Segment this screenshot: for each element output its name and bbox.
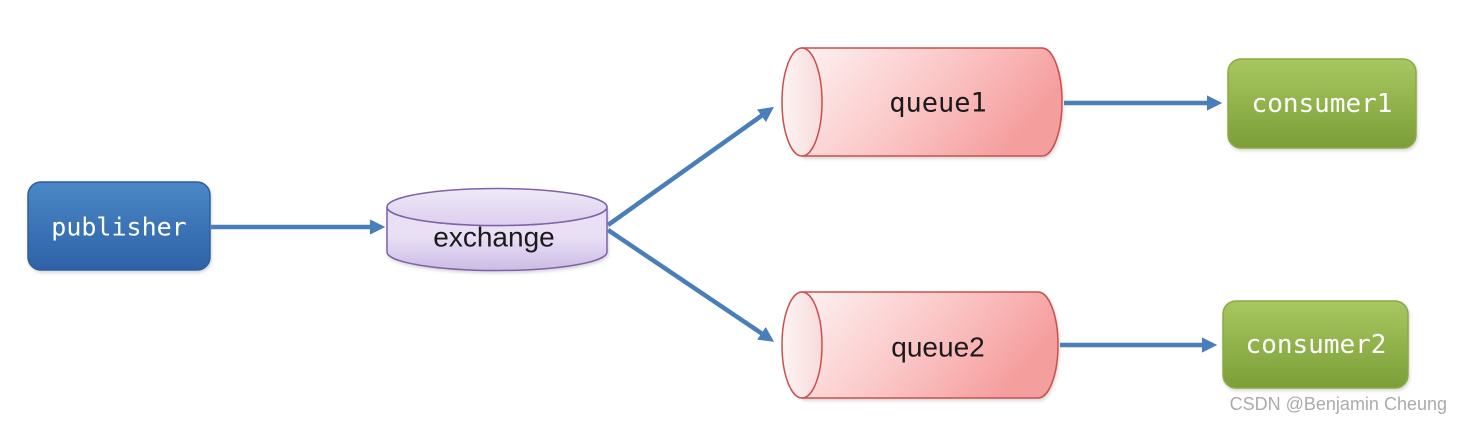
exchange-cylinder-top xyxy=(386,187,608,227)
consumer2-node: consumer2 xyxy=(1222,300,1409,389)
queue2-cylinder-body xyxy=(801,291,1059,399)
exchange-node: exchange xyxy=(386,187,608,272)
arrow-exchange-to-queue1 xyxy=(606,106,774,227)
exchange-label: exchange xyxy=(433,222,554,253)
queue1-cylinder-body xyxy=(801,47,1063,157)
queue1-cylinder-cap xyxy=(781,47,823,157)
watermark-text: CSDN @Benjamin Cheung xyxy=(1230,394,1447,414)
publisher-label: publisher xyxy=(51,213,186,242)
publisher-box xyxy=(27,181,211,271)
queue1-label: queue1 xyxy=(889,88,987,119)
queue2-label: queue2 xyxy=(891,332,984,363)
edges xyxy=(211,95,1223,353)
publisher-node: publisher xyxy=(27,181,211,271)
queue2-cylinder-cap xyxy=(781,291,823,399)
consumer2-box xyxy=(1222,300,1409,389)
queue2-node: queue2 xyxy=(781,291,1059,399)
arrow-exchange-to-queue2 xyxy=(606,228,775,342)
consumer1-box xyxy=(1227,58,1417,149)
consumer2-label: consumer2 xyxy=(1246,330,1387,360)
queue1-node: queue1 xyxy=(781,47,1063,157)
consumer1-node: consumer1 xyxy=(1227,58,1417,149)
consumer1-label: consumer1 xyxy=(1252,89,1393,119)
